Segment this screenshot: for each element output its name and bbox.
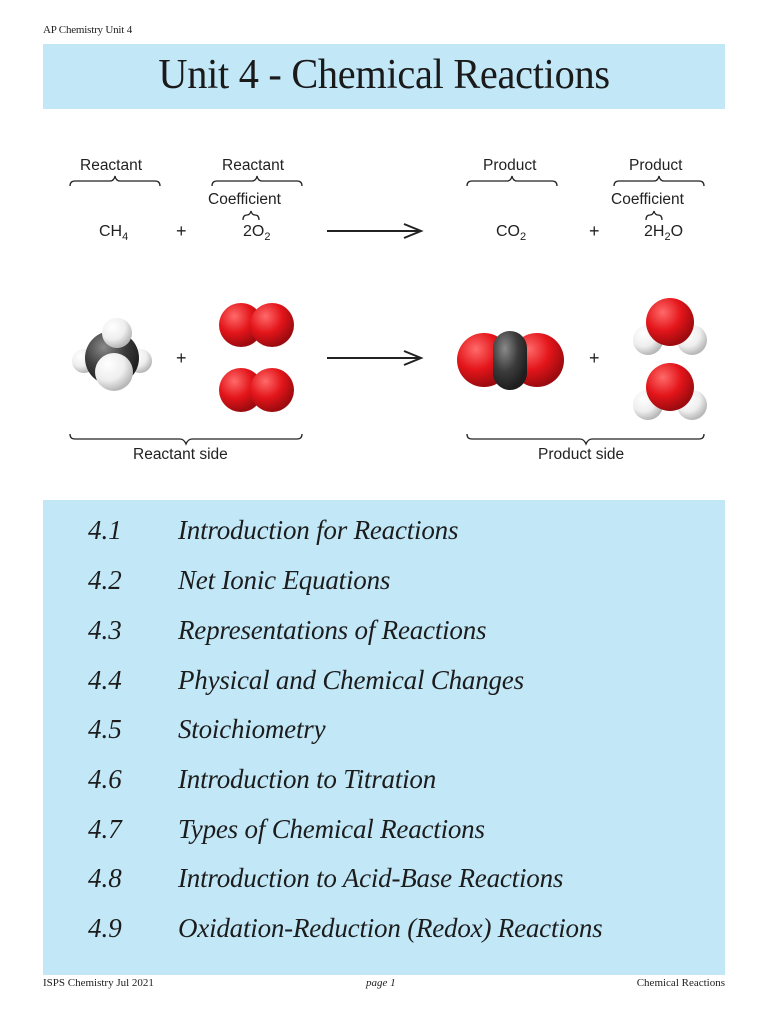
label-coefficient: Coefficient — [208, 191, 281, 208]
plus-sign: + — [589, 348, 600, 368]
brace-product-1 — [466, 175, 558, 187]
toc-number: 4.6 — [88, 764, 122, 794]
toc-title: Types of Chemical Reactions — [178, 814, 485, 844]
toc-number: 4.7 — [88, 814, 122, 844]
toc-number: 4.3 — [88, 615, 122, 645]
brace-reactant-1 — [69, 175, 161, 187]
toc-title: Physical and Chemical Changes — [178, 665, 524, 695]
formula-2o2: 2O2 — [243, 223, 271, 243]
plus-sign: + — [589, 221, 600, 241]
water-molecule-icon — [633, 363, 707, 420]
title-banner: Unit 4 - Chemical Reactions — [43, 44, 725, 109]
toc-number: 4.9 — [88, 913, 122, 943]
brace-reactant-2 — [211, 175, 303, 187]
brace-product-2 — [613, 175, 705, 187]
toc-title: Representations of Reactions — [178, 615, 487, 645]
brace-coefficient-2 — [645, 210, 663, 221]
toc-title: Introduction for Reactions — [178, 515, 459, 545]
toc-number: 4.5 — [88, 714, 122, 744]
toc-title: Introduction to Acid-Base Reactions — [178, 863, 564, 893]
water-molecule-icon — [633, 298, 707, 355]
toc-title: Net Ionic Equations — [178, 565, 391, 595]
plus-sign: + — [176, 221, 187, 241]
toc-title: Oxidation-Reduction (Redox) Reactions — [178, 913, 603, 943]
label-product: Product — [483, 157, 537, 174]
methane-molecule-icon — [72, 318, 152, 391]
brace-coefficient-1 — [242, 210, 260, 221]
toc-number: 4.2 — [88, 565, 122, 595]
diagram-lines — [69, 175, 707, 446]
toc-title: Stoichiometry — [178, 714, 326, 744]
footer-page-number: page 1 — [366, 977, 396, 989]
formula-2h2o: 2H2O — [644, 223, 684, 243]
page-title: Unit 4 - Chemical Reactions — [158, 51, 610, 98]
running-header: AP Chemistry Unit 4 — [43, 24, 132, 36]
label-coefficient: Coefficient — [611, 191, 684, 208]
footer-right: Chemical Reactions — [636, 977, 725, 989]
oxygen-molecule-icon — [219, 368, 294, 412]
table-of-contents: 4.1 Introduction for Reactions 4.2 Net Ion… — [43, 500, 725, 975]
toc-number: 4.8 — [88, 863, 122, 893]
label-reactant: Reactant — [222, 157, 285, 174]
label-reactant: Reactant — [80, 157, 143, 174]
toc-number: 4.1 — [88, 515, 122, 545]
oxygen-molecule-icon — [219, 303, 294, 347]
label-product-side: Product side — [538, 446, 625, 463]
toc-number: 4.4 — [88, 665, 122, 695]
formula-co2: CO2 — [496, 223, 527, 243]
plus-sign: + — [176, 348, 187, 368]
formula-ch4: CH4 — [99, 223, 129, 243]
label-product: Product — [629, 157, 683, 174]
brace-reactant-side — [69, 433, 303, 446]
footer-left: ISPS Chemistry Jul 2021 — [43, 977, 154, 989]
brace-product-side — [466, 433, 705, 446]
carbon-dioxide-molecule-icon — [457, 331, 564, 390]
toc-title: Introduction to Titration — [178, 764, 437, 794]
label-reactant-side: Reactant side — [133, 446, 228, 463]
reaction-diagram: Reactant Reactant Coefficient Product Pr… — [0, 0, 768, 480]
